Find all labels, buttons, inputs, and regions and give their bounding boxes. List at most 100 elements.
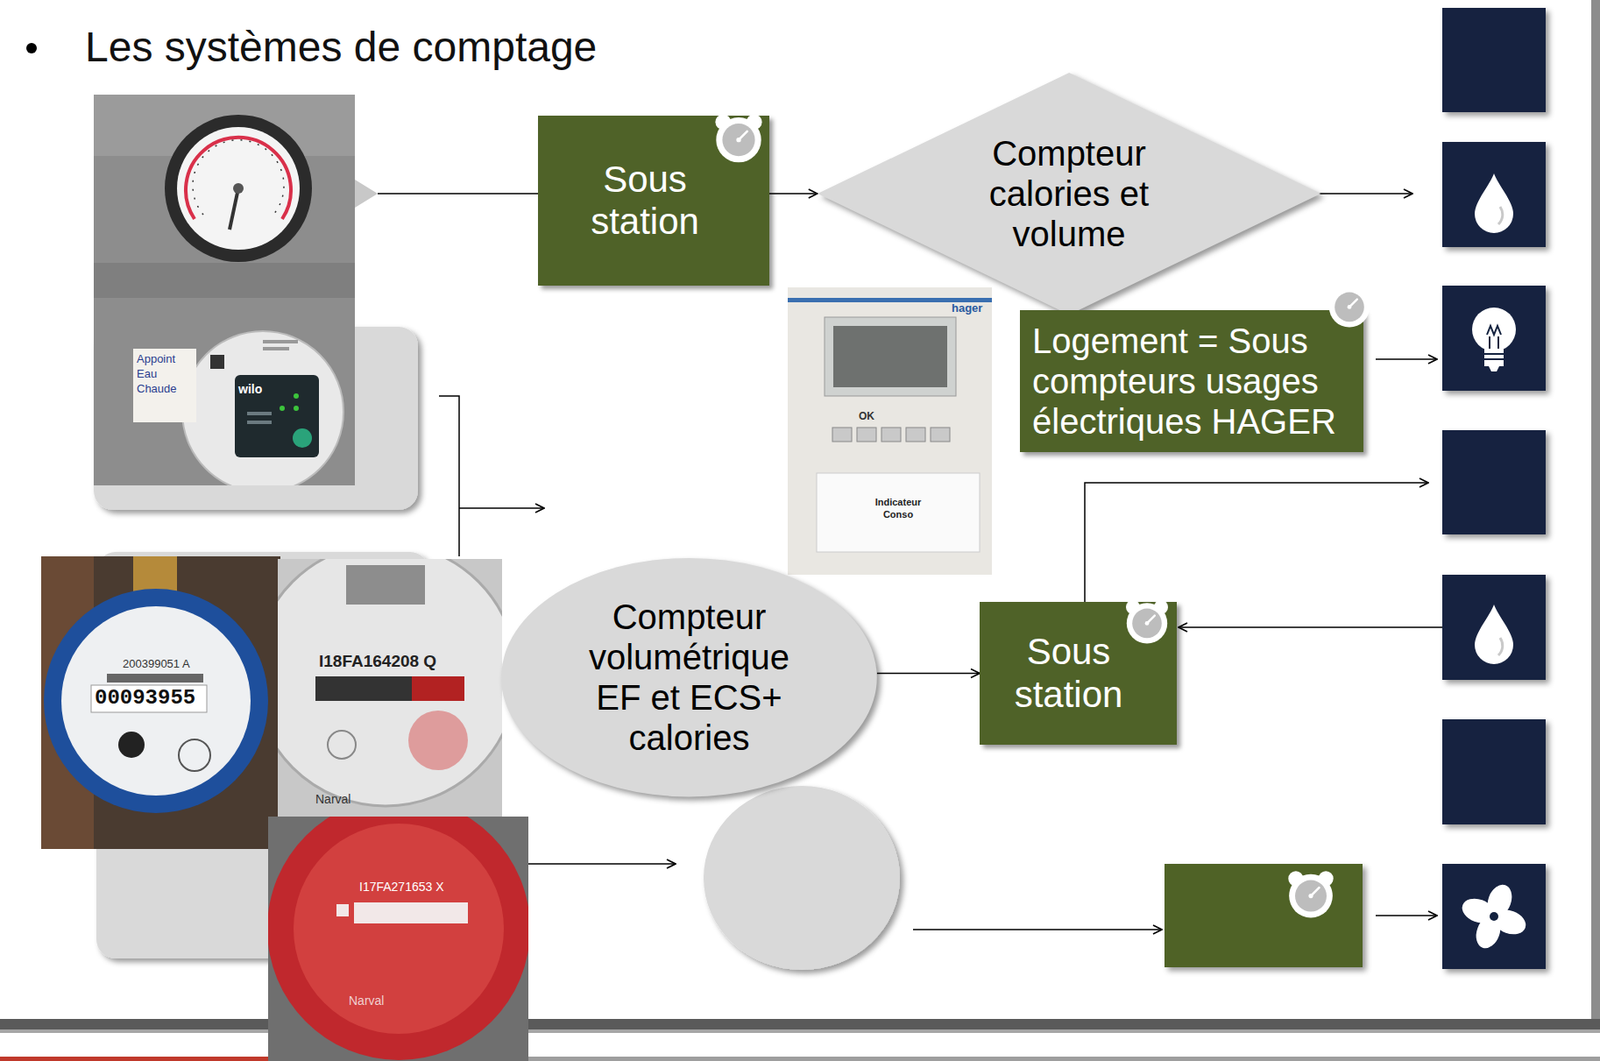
blue-water-meter-photo [91,685,207,713]
clear-water-meter-photo [411,676,465,701]
substation-photo [247,420,272,425]
clear-water-meter-photo [277,559,503,817]
hager-display-photo [856,427,877,442]
substation-box: Sous station [979,601,1177,745]
water-drop-icon [1498,637,1503,656]
meter-icon [1324,280,1374,330]
blue-water-meter-photo [178,739,211,772]
dwelling-box: Logement = Sous compteurs usages électri… [1019,310,1364,453]
substation-photo [210,354,225,369]
brand-label: Narval [348,993,384,1009]
blue-water-meter-photo [43,588,269,814]
label-text: I17FA271653 X [359,879,445,894]
red-water-meter-photo [293,823,504,1034]
hager-display-photo [824,317,956,397]
arrow-line [1375,914,1438,917]
clear-water-meter-photo [346,565,425,605]
light-bulb-icon [1472,307,1516,352]
icon-tile [1442,574,1546,680]
slide-frame [0,1056,281,1061]
button-label: OK [858,410,875,423]
pointer-line [354,179,539,208]
arrow-line [1375,358,1438,361]
substation-box: Sous station [538,115,770,286]
clear-water-meter-photo [408,710,468,771]
substation-photo [262,346,290,351]
slide-frame [0,1019,1600,1030]
empty-green-box [1288,870,1333,918]
bracket [438,396,460,557]
brand-label: wilo [238,382,262,397]
hager-display-photo [906,427,926,442]
hager-display-photo [930,427,950,442]
clear-water-meter-photo [315,676,465,701]
label-text: 200399051 A [122,657,191,671]
light-bulb-icon [1486,325,1501,335]
label-text: Appoint Eau Chaude [136,352,177,396]
serial-number: I17FA271653 X [359,879,445,895]
fan-icon [1489,912,1499,921]
substation-photo [233,183,244,194]
node-text: Sous station [557,158,733,244]
light-bulb-icon [1484,358,1504,361]
meter-reading: 00093955 [94,686,196,711]
arrow-line [459,193,1443,930]
red-water-meter-photo [353,902,468,924]
title-bullet [26,42,37,54]
meter-icon [1328,283,1371,328]
hager-display-photo [787,287,992,575]
serial-number: 200399051 A [122,657,191,672]
water-drop-icon [1474,173,1514,234]
empty-circle [703,785,900,970]
clear-water-meter-photo [277,559,503,807]
pointer-line [377,192,539,195]
node-text: Compteur volumétrique EF et ECS+ calorie… [579,596,799,758]
blue-water-meter-photo [106,673,204,683]
meter-icon [715,113,762,163]
meter-ellipse: Compteur volumétrique EF et ECS+ calorie… [501,558,878,797]
fan-icon [1458,894,1499,928]
hager-display-photo [832,427,852,442]
light-bulb-icon [1488,366,1500,372]
text-wrap: Sous station [994,630,1144,716]
text-wrap: Sous station [557,158,733,244]
slide-frame [1591,0,1600,1030]
serial-number: I18FA164208 Q [318,651,437,673]
substation-photo [93,262,355,298]
meter-icon [1125,600,1169,645]
substation-photo [229,188,239,230]
brand-label: hager [951,301,983,316]
node-text: Logement = Sous compteurs usages électri… [1032,320,1348,442]
icon-tile [1442,863,1546,970]
label-text: Narval [315,792,351,807]
substation-photo [133,348,197,423]
red-water-meter-photo [268,816,529,1061]
text-wrap: Compteur volumétrique EF et ECS+ calorie… [579,596,799,758]
brand-label: Narval [315,792,351,808]
hager-display-photo [787,287,992,575]
substation-photo [192,140,284,215]
blue-water-meter-photo [41,556,281,850]
ellipse-outline [501,558,878,797]
arrow-line [913,928,1162,931]
substation-photo [182,331,344,486]
icon-tile [1442,285,1546,391]
hager-display-photo [833,325,948,388]
slide-frame [0,1056,1600,1061]
light-bulb-icon [1472,307,1516,372]
node-text: Sous station [994,630,1144,716]
slide-title: Les systèmes de comptage [84,22,597,71]
substation-photo [292,428,312,448]
fan-icon [1458,881,1530,952]
light-bulb-icon [1484,345,1504,367]
blue-water-meter-photo [61,606,251,796]
bracket [438,396,460,557]
label-text: Indicateur Conso [875,496,922,520]
arrow-line [528,863,676,865]
hager-display-photo [816,473,980,553]
hager-display-photo [881,427,901,442]
